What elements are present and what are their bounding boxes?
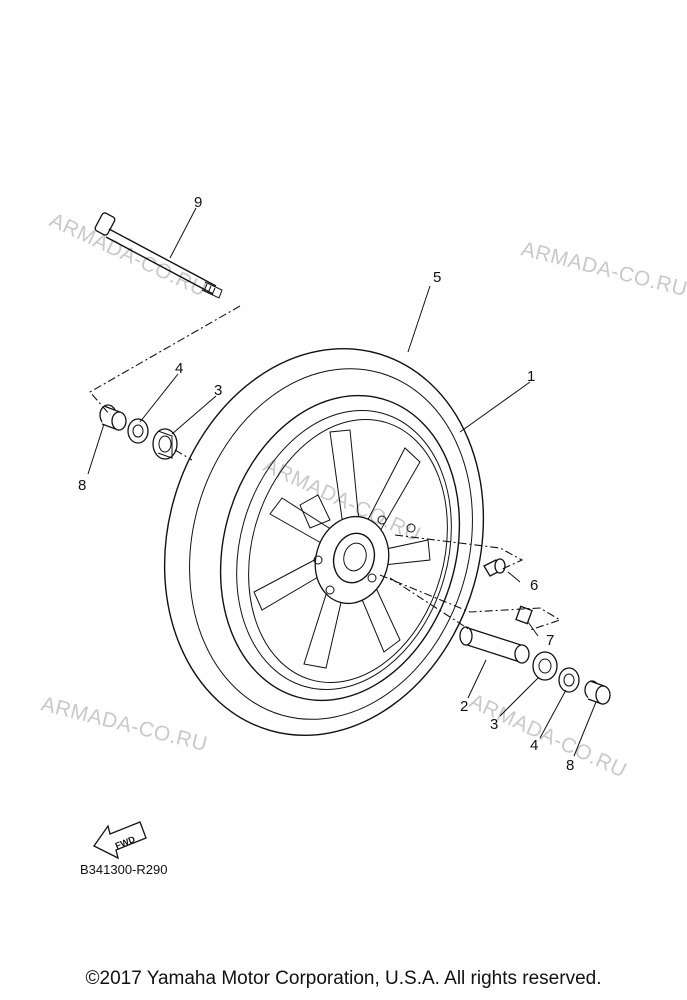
wheel-spokes [253,429,431,669]
callout-4-right: 4 [530,737,538,754]
callout-4-left: 4 [175,360,183,377]
callout-6: 6 [530,577,538,594]
collar-part-8-right [584,680,611,705]
callout-7: 7 [546,632,554,649]
watermark-top-right: ARMADA-CO.RU [519,238,687,302]
callout-3-left: 3 [214,382,222,399]
rim-inner [236,410,452,690]
rim-lip [248,419,448,683]
callout-8-left: 8 [78,477,86,494]
wheel-assembly [163,348,485,736]
tire-inner [189,368,473,720]
callout-5: 5 [433,269,441,286]
callout-2: 2 [460,698,468,715]
diagram-reference-code: B341300-R290 [80,862,168,877]
leader-lines [87,207,597,757]
collar-part-8-left [99,404,127,431]
oil-seal-part-4-right [558,667,580,693]
valve-part-6 [483,558,506,577]
callout-9: 9 [194,194,202,211]
oil-seal-part-4-left [127,418,149,444]
forward-arrow-icon: FWD [93,821,147,860]
wheel-hub [313,515,416,605]
rim-outer [219,394,461,702]
tire-outer [163,348,485,736]
callout-3-right: 3 [490,716,498,733]
copyright-notice: ©2017 Yamaha Motor Corporation, U.S.A. A… [85,968,602,989]
assembly-lines [89,305,562,631]
balance-weight-part-7 [515,605,533,625]
watermark-bottom-left: ARMADA-CO.RU [39,693,210,757]
watermark-top-left: ARMADA-CO.RU [46,209,210,302]
bearing-part-3-left [152,428,178,460]
callout-8-right: 8 [566,757,574,774]
bearing-part-3-right [532,651,558,681]
callout-1: 1 [527,368,535,385]
collar-part-2 [459,626,530,664]
axle-part-9 [94,212,223,299]
